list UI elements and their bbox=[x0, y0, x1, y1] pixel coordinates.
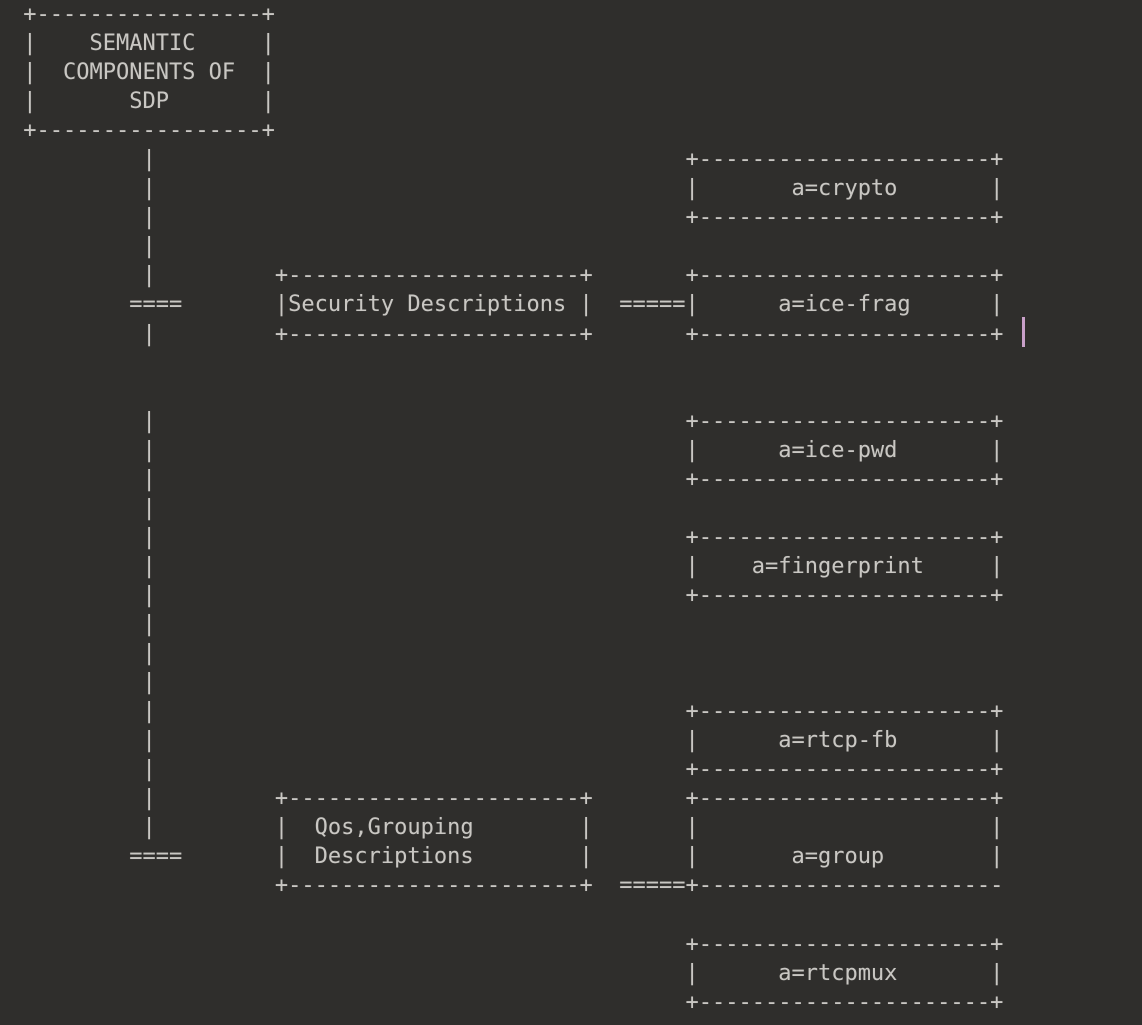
ascii-art-diagram: +-----------------+ | SEMANTIC | | COMPO… bbox=[23, 2, 1004, 1015]
text-caret bbox=[1022, 317, 1025, 347]
